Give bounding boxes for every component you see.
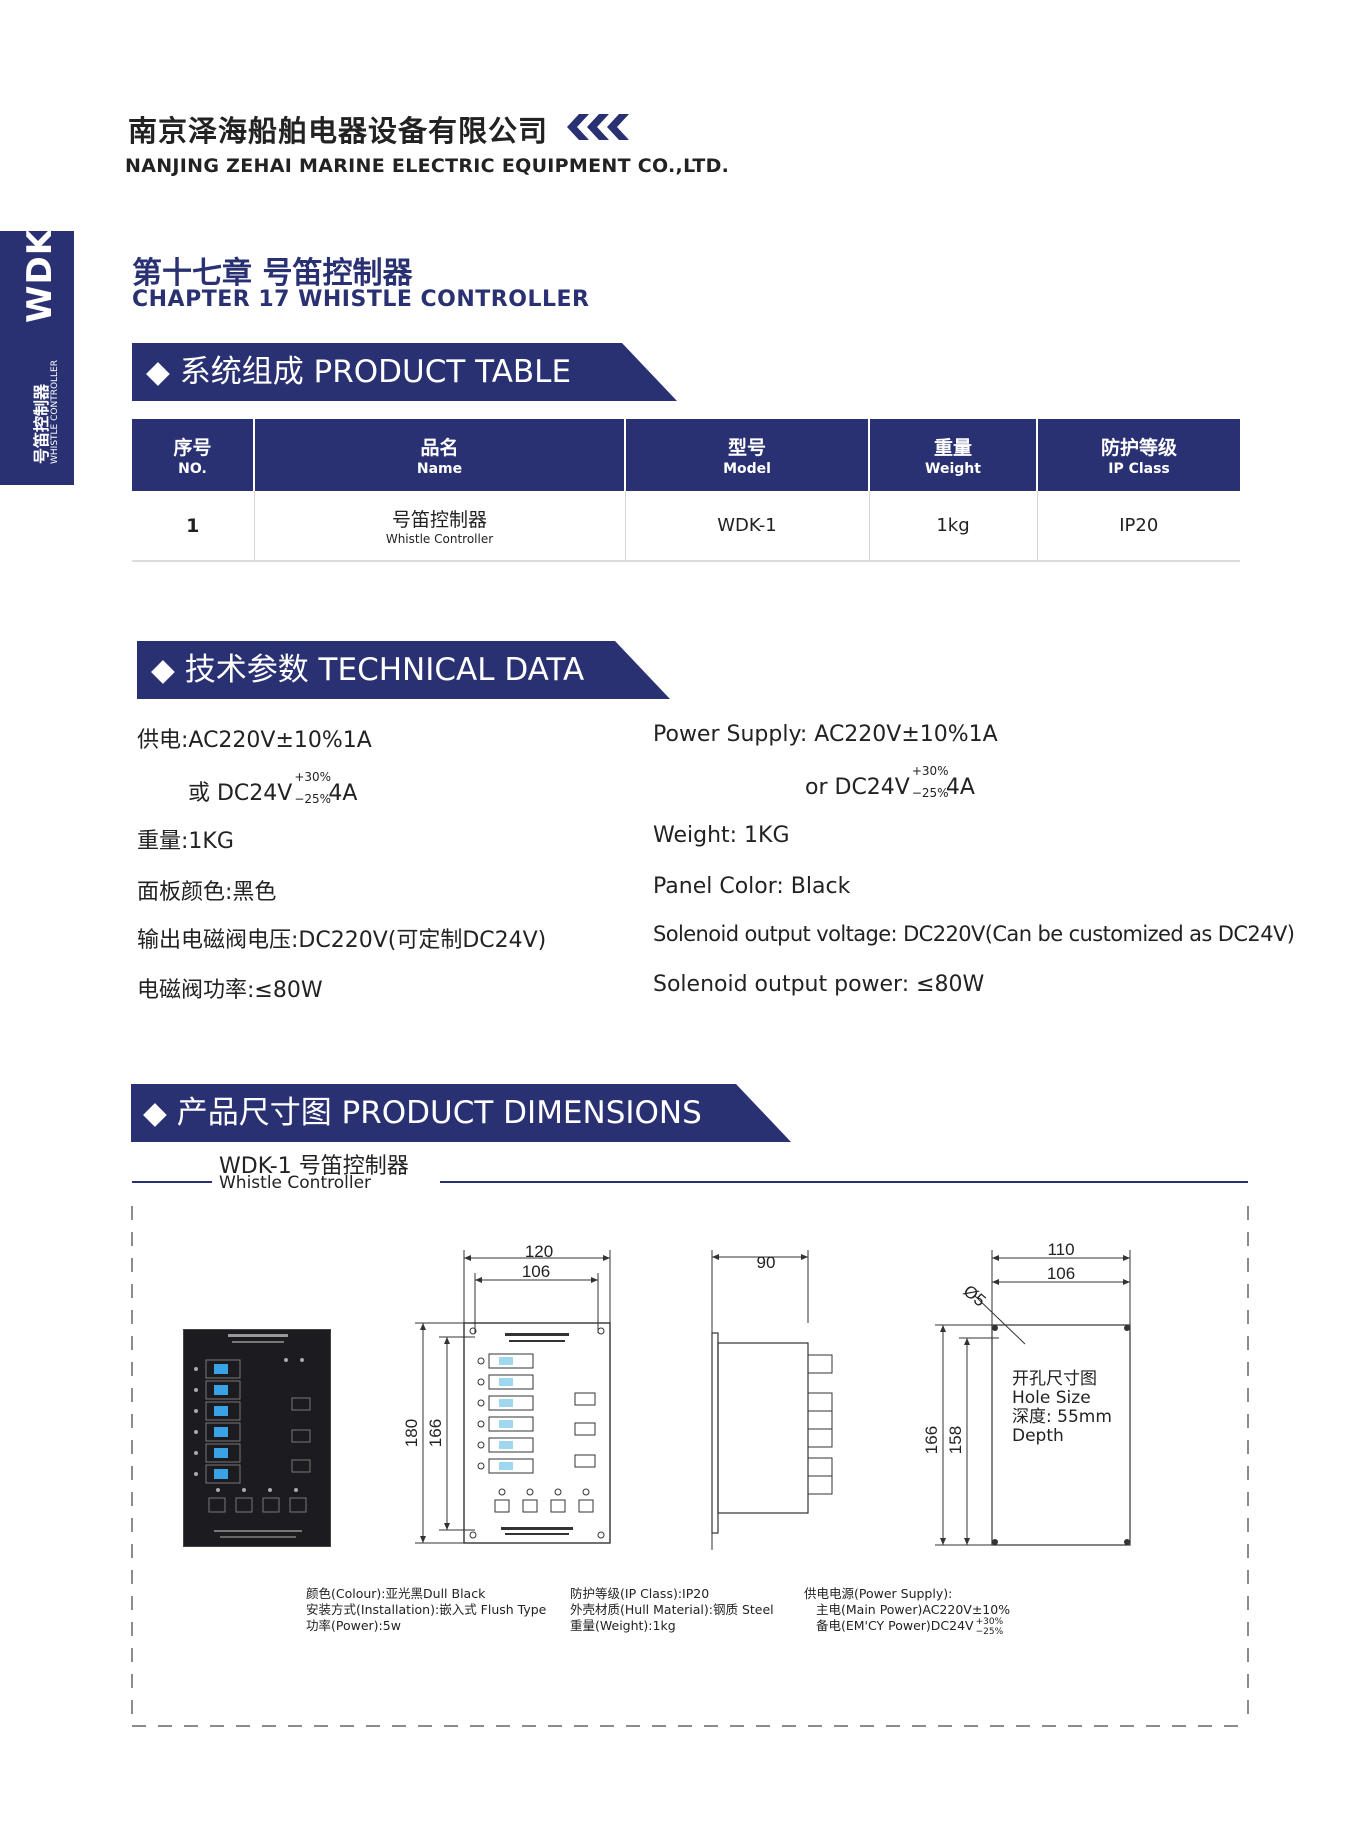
tech-dc-en: or DC24V+30%−25%4A: [805, 764, 975, 800]
section-banner-technical-data: ◆ 技术参数 TECHNICAL DATA: [137, 641, 670, 699]
cell-ip: IP20: [1036, 491, 1240, 562]
hole-size-label: 开孔尺寸图 Hole Size 深度: 55mm Depth: [1012, 1369, 1112, 1446]
tech-dc-cn: 或 DC24V+30%−25%4A: [188, 770, 358, 806]
company-name-cn: 南京泽海船舶电器设备有限公司: [128, 114, 549, 148]
dim-hole-width-outer: 110: [1047, 1240, 1074, 1259]
tech-solenoid-voltage-en: Solenoid output voltage: DC220V(Can be c…: [653, 922, 1295, 946]
product-title-en: Whistle Controller: [219, 1173, 372, 1193]
chevrons-icon: [567, 114, 629, 140]
section-title-technical-data: ◆ 技术参数 TECHNICAL DATA: [151, 652, 585, 688]
notes-column-1: 颜色(Colour):亚光黑Dull Black 安装方式(Installati…: [306, 1586, 547, 1633]
tech-weight-en: Weight: 1KG: [653, 823, 790, 848]
tech-color-en: Panel Color: Black: [653, 874, 851, 899]
dim-front-width-inner: 106: [522, 1262, 550, 1281]
section-title-product-table: ◆ 系统组成 PRODUCT TABLE: [146, 354, 572, 390]
chapter-title-en: CHAPTER 17 WHISTLE CONTROLLER: [132, 287, 590, 312]
section-banner-product-table: ◆ 系统组成 PRODUCT TABLE: [132, 343, 677, 401]
side-tab-label-cn: 号笛控制器: [32, 383, 51, 464]
section-banner-product-dimensions: ◆ 产品尺寸图 PRODUCT DIMENSIONS: [131, 1084, 791, 1142]
cell-model: WDK-1: [624, 491, 869, 562]
cell-no: 1: [132, 491, 254, 562]
dim-hole-height-inner: 158: [946, 1426, 965, 1454]
company-name-en: NANJING ZEHAI MARINE ELECTRIC EQUIPMENT …: [125, 155, 730, 177]
tech-solenoid-voltage-cn: 输出电磁阀电压:DC220V(可定制DC24V): [137, 928, 547, 953]
tech-weight-cn: 重量:1KG: [137, 829, 234, 854]
tech-solenoid-power-cn: 电磁阀功率:≤80W: [137, 978, 323, 1003]
tech-color-cn: 面板颜色:黑色: [137, 880, 277, 905]
product-title-cn: WDK-1 号笛控制器: [219, 1154, 409, 1179]
side-tab-label-en: WHISTLE CONTROLLER: [50, 360, 60, 464]
tech-solenoid-power-en: Solenoid output power: ≤80W: [653, 972, 985, 997]
dim-side-depth: 90: [757, 1253, 776, 1272]
dim-hole-height-outer: 166: [922, 1426, 941, 1454]
dimension-frame: [131, 1181, 1249, 1727]
chapter-title-cn: 第十七章 号笛控制器: [132, 256, 413, 291]
dim-hole-width-inner: 106: [1047, 1264, 1075, 1283]
dim-front-width-outer: 120: [525, 1245, 553, 1261]
cell-weight: 1kg: [868, 491, 1037, 562]
dim-front-height-outer: 180: [402, 1419, 421, 1447]
tech-supply-cn: 供电:AC220V±10%1A: [137, 728, 372, 753]
side-view-drawing: 90: [711, 1250, 833, 1550]
tech-supply-en: Power Supply: AC220V±10%1A: [653, 722, 998, 747]
side-chapter-tab: WDK 号笛控制器 WHISTLE CONTROLLER: [0, 227, 74, 485]
section-title-product-dimensions: ◆ 产品尺寸图 PRODUCT DIMENSIONS: [143, 1095, 702, 1131]
front-view-drawing: 120 106 180 166: [402, 1245, 611, 1544]
dim-front-height-inner: 166: [426, 1419, 445, 1447]
product-photo: [183, 1329, 331, 1547]
hole-size-drawing: 110 106 Ø5 166 158: [922, 1240, 1131, 1546]
notes-column-2: 防护等级(IP Class):IP20 外壳材质(Hull Material):…: [570, 1586, 774, 1633]
notes-column-3: 供电电源(Power Supply): 主电(Main Power)AC220V…: [804, 1586, 1011, 1637]
side-tab-code: WDK: [20, 227, 60, 323]
